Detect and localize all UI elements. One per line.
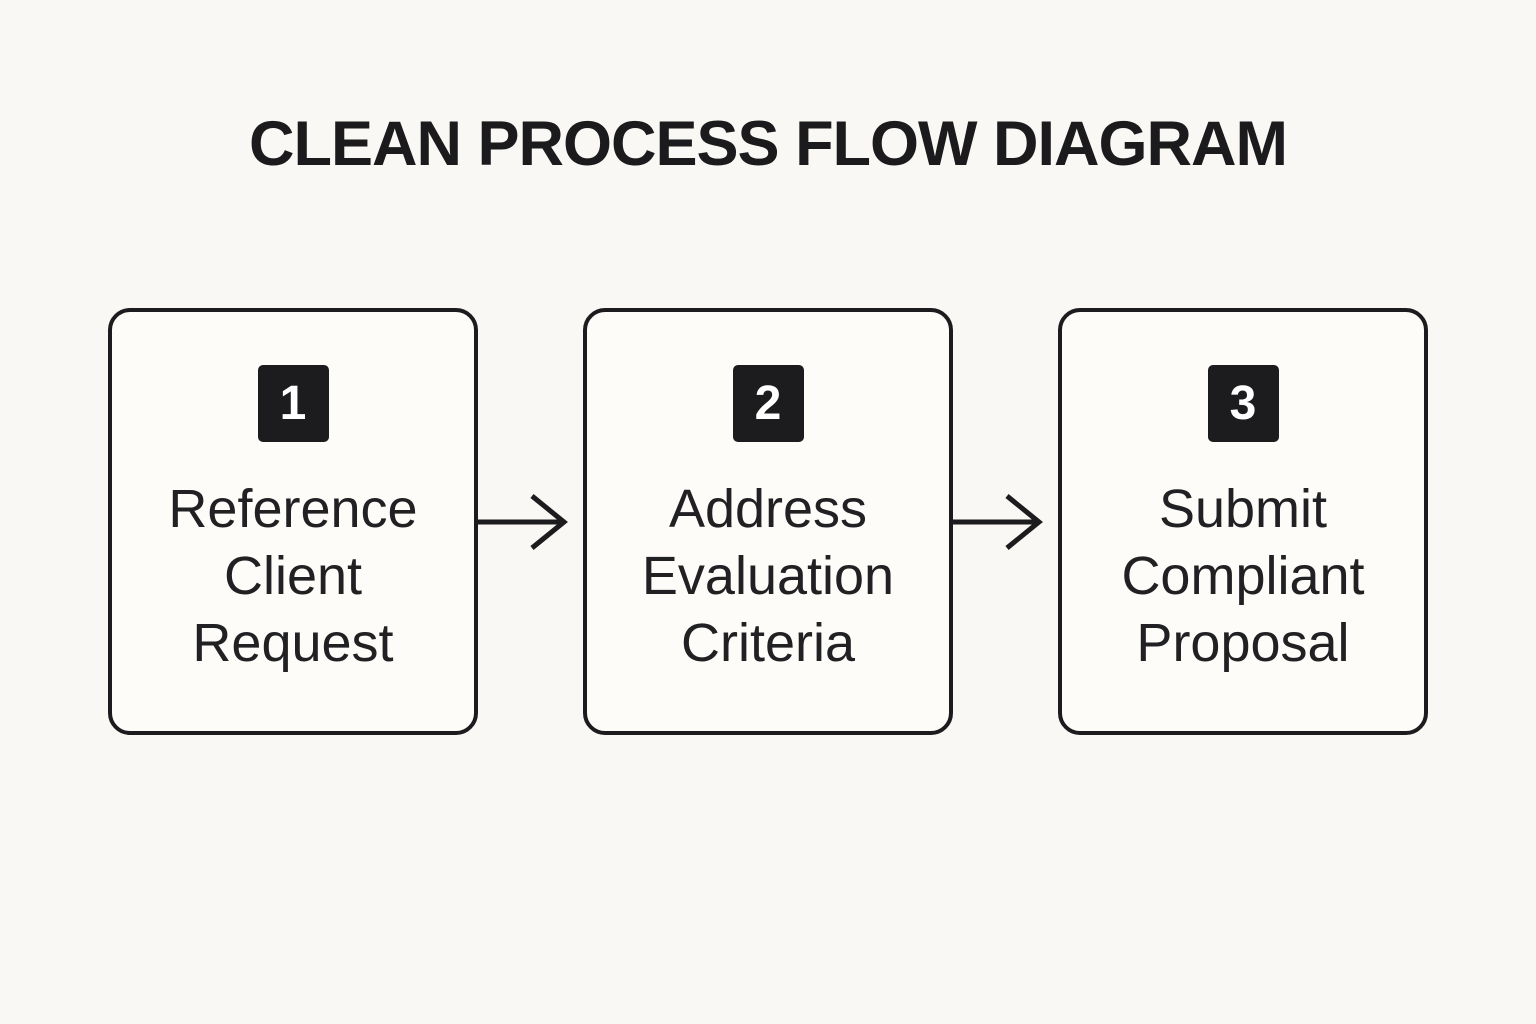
page-title: CLEAN PROCESS FLOW DIAGRAM [249, 109, 1288, 179]
step-label: Reference Client Request [168, 476, 417, 677]
step-label-line: Proposal [1136, 613, 1350, 673]
step-number-badge: 1 [257, 365, 329, 442]
step-label-line: Submit [1158, 479, 1328, 539]
step-label-line: Criteria [680, 613, 856, 673]
step-label-line: Reference [168, 479, 418, 539]
step-number-badge: 2 [732, 365, 804, 442]
step-label-line: Compliant [1121, 546, 1365, 606]
step-label: Submit Compliant Proposal [1121, 476, 1364, 677]
flow-row: 1 Reference Client Request 2 Address Eva… [0, 308, 1536, 735]
step-label: Address Evaluation Criteria [642, 476, 894, 677]
arrow-right-icon [953, 493, 1043, 550]
step-card-3: 3 Submit Compliant Proposal [1058, 308, 1428, 735]
step-label-line: Evaluation [641, 546, 895, 606]
step-label-line: Address [668, 479, 868, 539]
step-card-2: 2 Address Evaluation Criteria [583, 308, 953, 735]
step-number-badge: 3 [1207, 365, 1279, 442]
step-card-1: 1 Reference Client Request [108, 308, 478, 735]
step-label-line: Request [192, 613, 394, 673]
step-label-line: Client [223, 546, 363, 606]
arrow-right-icon [478, 493, 568, 550]
